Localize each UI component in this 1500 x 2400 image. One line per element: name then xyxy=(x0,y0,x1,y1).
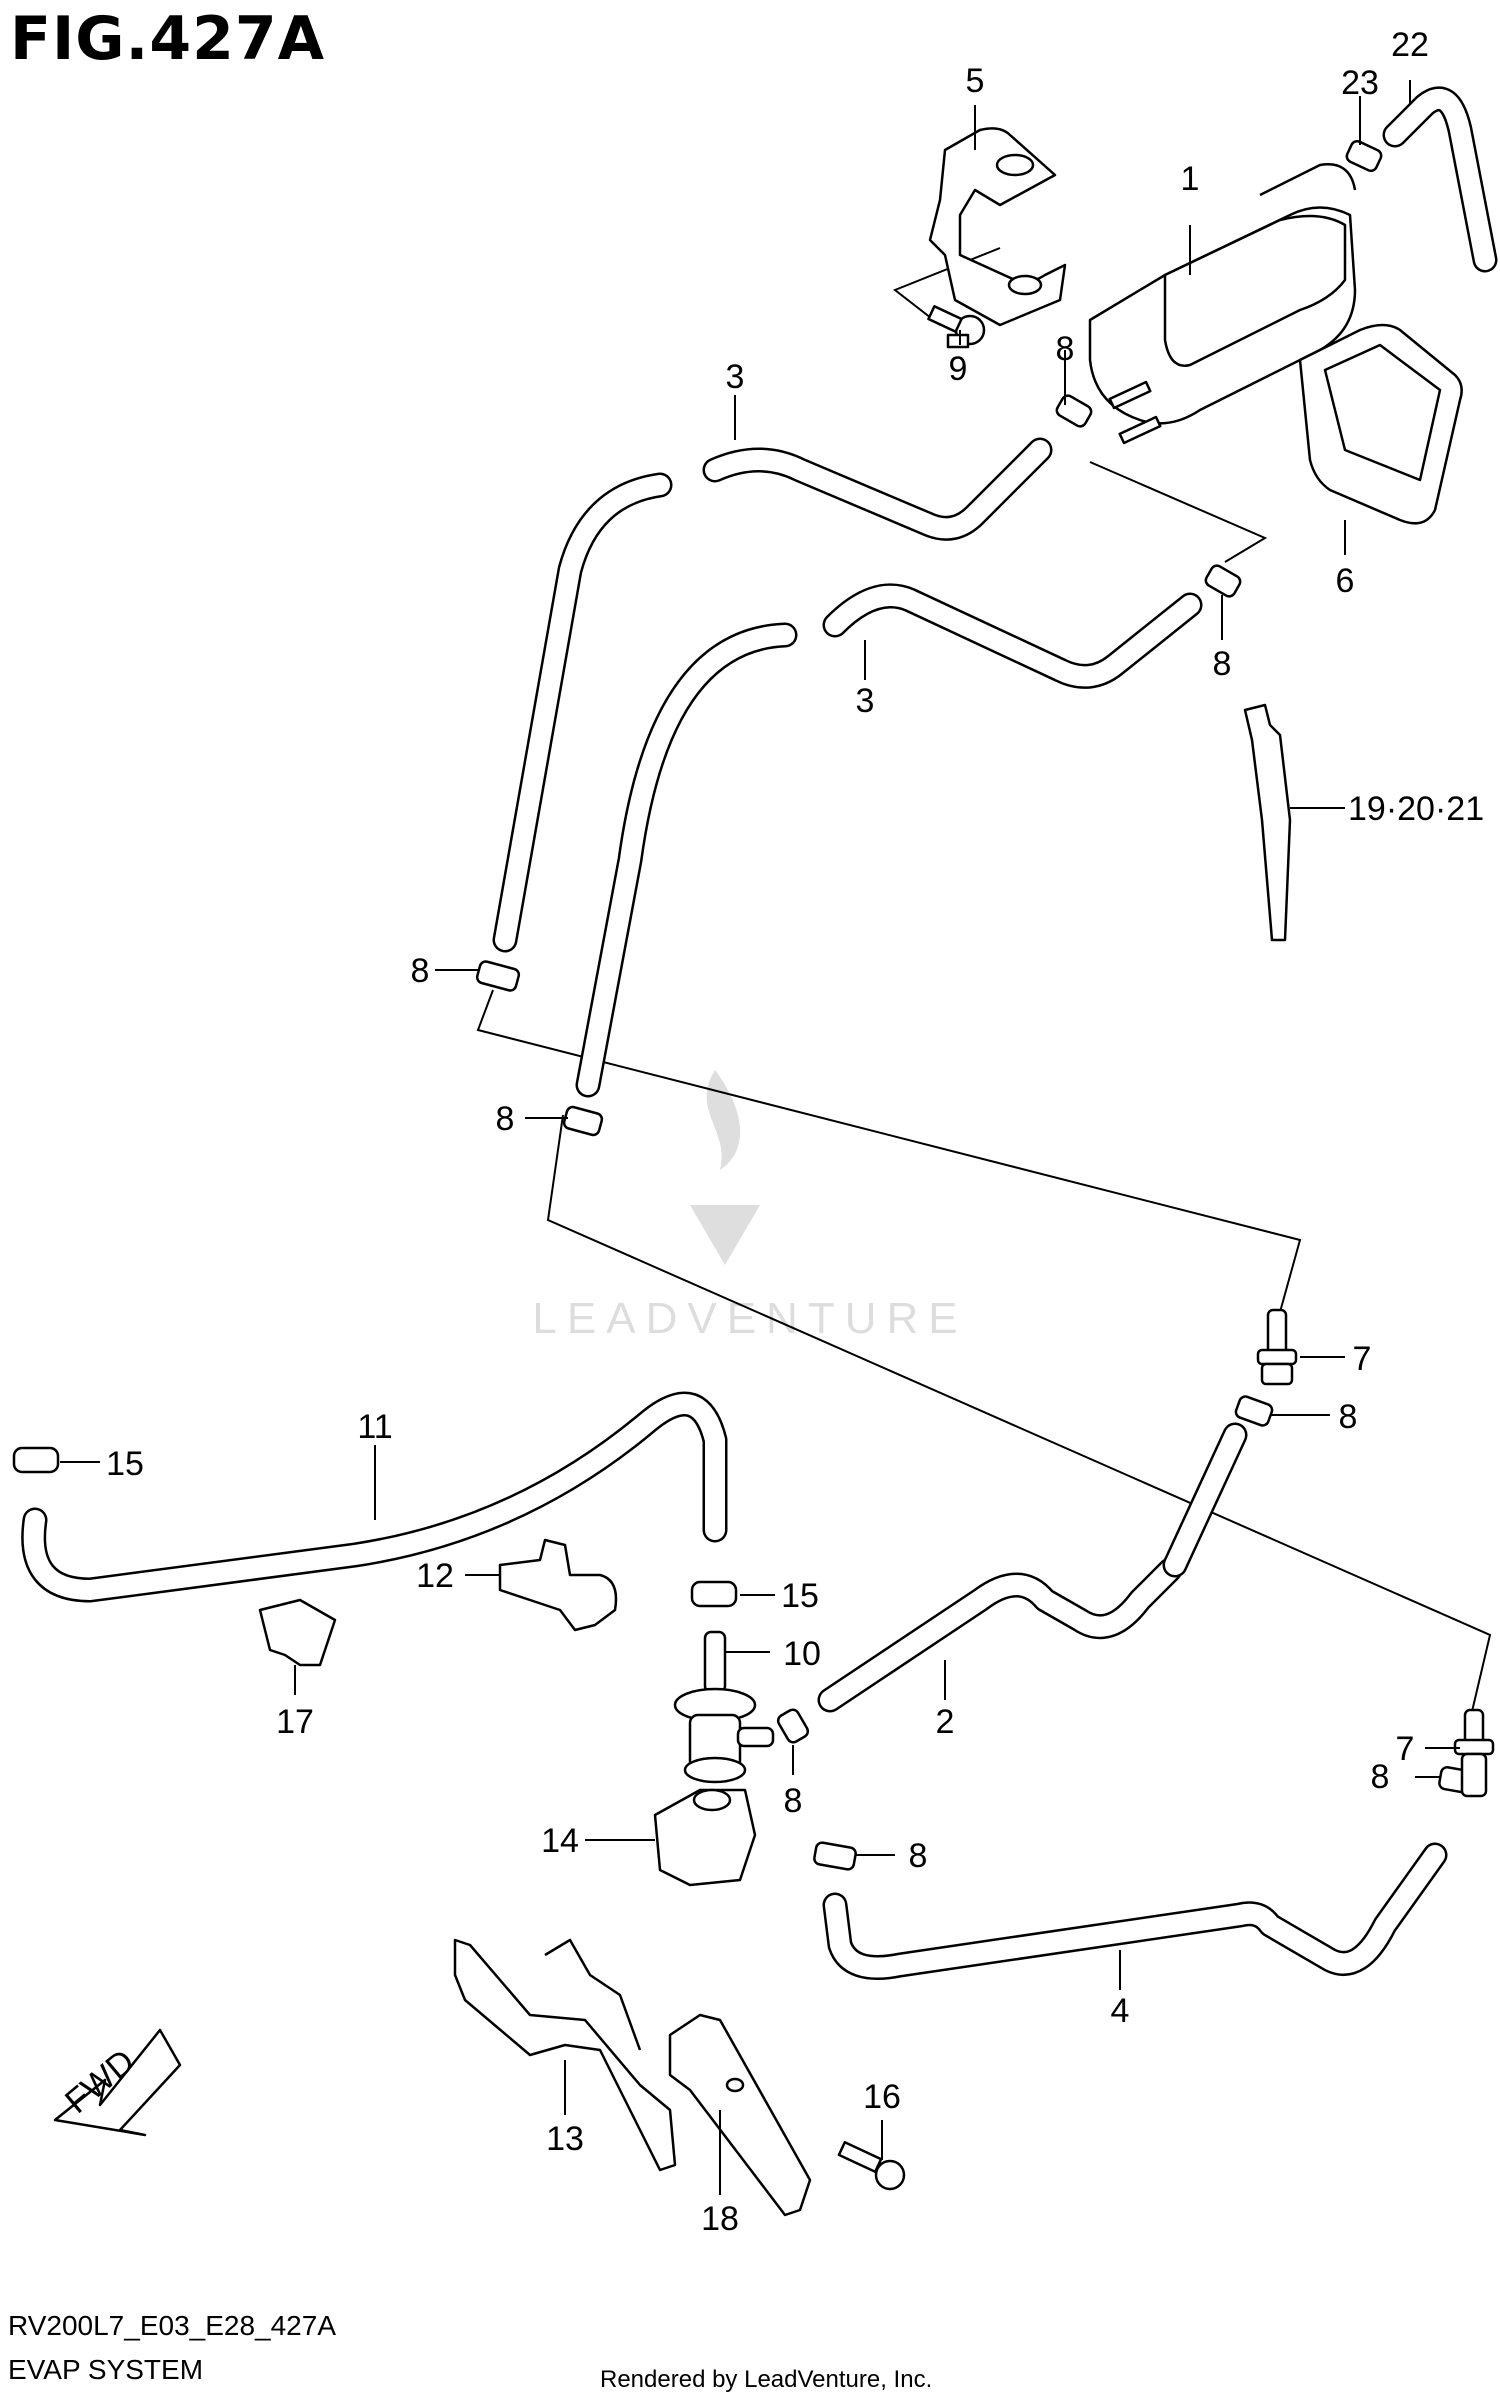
callout-10: 10 xyxy=(783,1635,821,1673)
callout-5: 5 xyxy=(966,62,985,100)
cover-6 xyxy=(1298,323,1463,525)
fitting-7-upper xyxy=(1256,1308,1298,1386)
callout-7-lower: 7 xyxy=(1396,1730,1415,1768)
watermark-text: LEADVENTURE xyxy=(532,1294,967,1343)
clamp-8-canister xyxy=(1055,394,1093,428)
clamp-15-left xyxy=(12,1446,60,1474)
bolt-16 xyxy=(837,2140,906,2191)
callout-15-left: 15 xyxy=(106,1445,144,1483)
callout-8-right-upper: 8 xyxy=(1339,1398,1358,1436)
clamp-23 xyxy=(1345,139,1383,173)
callout-8-near-valve: 8 xyxy=(784,1782,803,1820)
callout-23: 23 xyxy=(1341,64,1379,102)
callout-16: 16 xyxy=(863,2078,901,2116)
callout-7-upper: 7 xyxy=(1353,1340,1372,1378)
figure-code: RV200L7_E03_E28_427A xyxy=(8,2310,337,2341)
purge-valve-10 xyxy=(673,1630,775,1784)
figure-title: FIG.427A xyxy=(10,4,326,74)
callout-2: 2 xyxy=(936,1703,955,1741)
forward-arrow-icon: FWD xyxy=(53,2028,182,2137)
clamp-8-lower-center xyxy=(813,1841,857,1871)
leader-lines xyxy=(60,80,1460,2195)
hose-3-upper xyxy=(492,437,1053,953)
hose-4 xyxy=(822,1842,1448,1980)
clip-17 xyxy=(258,1598,337,1667)
callout-15-right: 15 xyxy=(781,1577,819,1615)
callout-8-middle-left: 8 xyxy=(496,1100,515,1138)
callout-12: 12 xyxy=(416,1557,454,1595)
callout-6: 6 xyxy=(1336,562,1355,600)
hose-2 xyxy=(817,1422,1248,1713)
rendered-by-credit: Rendered by LeadVenture, Inc. xyxy=(600,2366,933,2393)
system-name: EVAP SYSTEM xyxy=(8,2354,204,2385)
callout-8-upper-left: 8 xyxy=(411,952,430,990)
callout-8-canister: 8 xyxy=(1056,330,1075,368)
clamp-8-upper-left xyxy=(475,960,521,992)
callout-17: 17 xyxy=(276,1703,314,1741)
callout-8-lower-right: 8 xyxy=(1371,1758,1390,1796)
ref-line-hose-3-upper xyxy=(476,989,1302,1331)
callout-3-lower: 3 xyxy=(856,682,875,720)
callout-19-20-21: 19·20·21 xyxy=(1348,790,1484,828)
clamp-8-right-upper xyxy=(1234,1395,1274,1427)
holder-14 xyxy=(653,1788,757,1887)
callout-13: 13 xyxy=(546,2120,584,2158)
clamp-8-near-valve xyxy=(776,1708,810,1744)
bolt-9 xyxy=(927,305,986,349)
callout-11: 11 xyxy=(357,1408,392,1446)
callout-labels: 1 5 9 23 22 6 8 8 3 3 19·20·21 8 8 7 8 7… xyxy=(106,26,1484,2238)
callout-14: 14 xyxy=(541,1822,579,1860)
clamp-12 xyxy=(498,1538,618,1632)
bracket-5 xyxy=(928,127,1067,327)
ref-line-hose-3-lower xyxy=(546,1114,1492,1721)
callout-18: 18 xyxy=(701,2200,739,2238)
clamp-8-middle-left xyxy=(562,1105,604,1137)
ref-line-canister-hose xyxy=(1089,461,1268,563)
fitting-7-lower xyxy=(1453,1708,1495,1798)
bracket-13 xyxy=(453,1938,677,2172)
callout-22: 22 xyxy=(1391,26,1429,64)
callout-8-lower-center: 8 xyxy=(909,1837,928,1875)
hose-3-lower xyxy=(575,583,1203,1098)
callout-3-upper: 3 xyxy=(726,358,745,396)
cable-tie-19-20-21 xyxy=(1243,703,1292,942)
leadventure-watermark-logo: LEADVENTURE xyxy=(532,1070,967,1343)
callout-8-upper-right: 8 xyxy=(1213,645,1232,683)
hose-22 xyxy=(1382,86,1498,273)
callout-9: 9 xyxy=(949,350,968,388)
clamp-15-right xyxy=(690,1580,738,1608)
callout-4: 4 xyxy=(1111,1992,1130,2030)
hose-11 xyxy=(21,1391,728,1603)
clamp-8-upper-right xyxy=(1204,564,1242,598)
bracket-18 xyxy=(668,2013,812,2217)
callout-1: 1 xyxy=(1181,160,1200,198)
